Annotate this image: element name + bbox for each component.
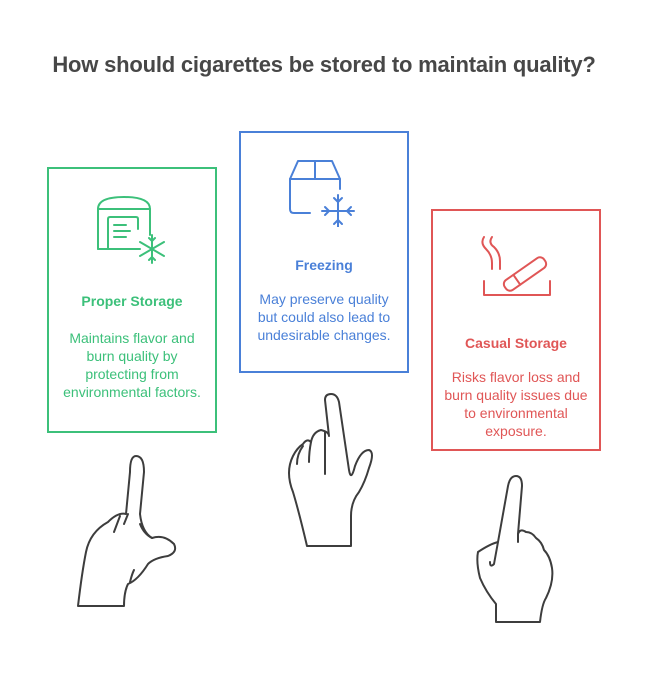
card-freezing: Freezing May preserve quality but could … xyxy=(239,131,409,373)
card-description: Maintains flavor and burn quality by pro… xyxy=(63,330,201,400)
card-label: Casual Storage xyxy=(465,335,567,351)
diagram-title: How should cigarettes be stored to maint… xyxy=(52,52,596,77)
card-description: Risks flavor loss and burn quality issue… xyxy=(444,369,588,439)
card-casual-storage: Casual Storage Risks flavor loss and bur… xyxy=(431,209,601,451)
pointing-hand-right-icon xyxy=(476,475,554,623)
card-description: May preserve quality but could also lead… xyxy=(257,291,391,343)
card-proper-storage: Proper Storage Maintains flavor and burn… xyxy=(47,167,217,433)
card-label: Freezing xyxy=(295,257,353,273)
box-snowflake-icon xyxy=(289,160,355,227)
cigarette-ashtray-icon xyxy=(481,236,551,296)
card-label: Proper Storage xyxy=(81,293,183,309)
storage-freezer-icon xyxy=(97,196,165,264)
pointing-hand-left-icon xyxy=(77,455,177,607)
pointing-hand-center-icon xyxy=(288,393,373,547)
